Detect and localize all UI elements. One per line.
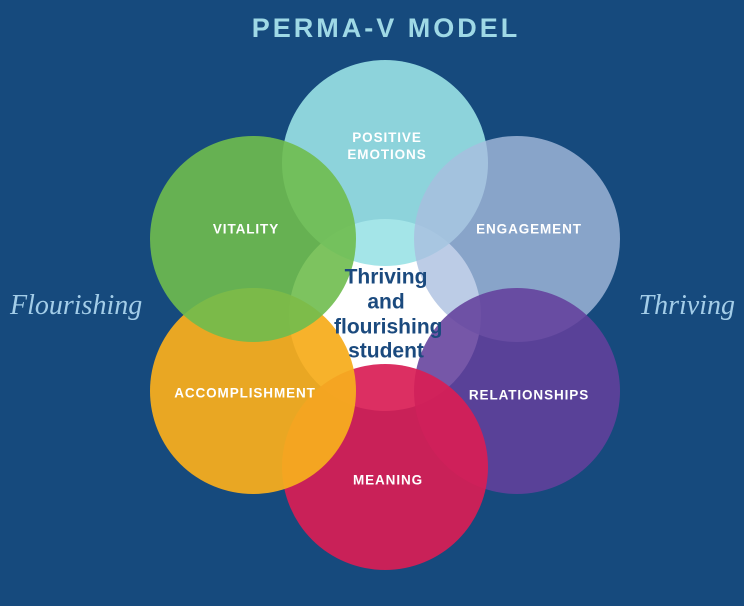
side-label-flourishing: Flourishing <box>10 290 143 321</box>
circle-vitality <box>150 136 356 342</box>
label-meaning: MEANING <box>352 472 424 488</box>
page-title: PERMA-V MODEL <box>251 13 521 43</box>
label-accomplishment: ACCOMPLISHMENT <box>174 385 316 401</box>
label-vitality: VITALITY <box>212 221 280 237</box>
label-relationships: RELATIONSHIPS <box>468 387 590 403</box>
label-positive-emotions: POSITIVE EMOTIONS <box>347 130 427 162</box>
center-text: Thriving and flourishing student <box>334 265 443 363</box>
side-label-thriving: Thriving <box>638 290 735 321</box>
label-engagement: ENGAGEMENT <box>476 221 582 237</box>
